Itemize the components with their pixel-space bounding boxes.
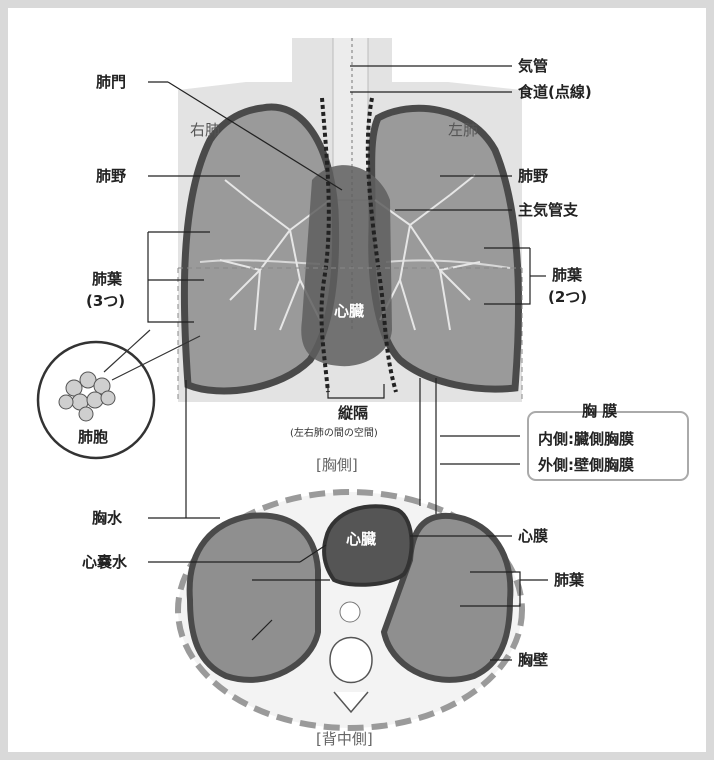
label-field-right: 肺野 [518, 167, 548, 185]
label-pleura-title: 胸 膜 [582, 402, 617, 420]
left-lung [372, 108, 519, 389]
label-pleura-inner: 内側:臓側胸膜 [538, 430, 634, 448]
label-pleural-fluid: 胸水 [92, 509, 123, 527]
label-trachea: 気管 [518, 57, 548, 75]
label-esophagus: 食道(点線) [518, 83, 592, 101]
label-left-lung: 左肺 [448, 121, 478, 139]
label-main-bronchus: 主気管支 [518, 201, 579, 219]
label-heart-cross: 心臓 [346, 530, 376, 548]
label-pericardium: 心膜 [518, 527, 548, 545]
label-pericardial-fluid: 心嚢水 [82, 553, 128, 571]
label-alveoli: 肺胞 [78, 428, 108, 446]
label-chest-side: [胸側] [316, 456, 358, 474]
label-lobes-right-side-count: (3つ) [86, 292, 125, 310]
label-lobes-cross: 肺葉 [554, 571, 585, 589]
label-back-side: [背中側] [316, 730, 373, 748]
right-lung-cross [190, 515, 318, 679]
label-field-left: 肺野 [96, 167, 126, 185]
label-lobes-right-side: 肺葉 [92, 270, 123, 288]
label-lobes-left-side-count: (2つ) [548, 288, 587, 306]
label-lobes-left-side: 肺葉 [552, 266, 583, 284]
label-pleura-outer: 外側:壁側胸膜 [537, 456, 634, 474]
label-hilum: 肺門 [96, 73, 126, 91]
label-mediastinum: 縦隔 [338, 404, 368, 422]
label-chest-wall: 胸壁 [518, 651, 548, 669]
label-heart-front: 心臓 [334, 302, 364, 320]
label-mediastinum-note: (左右肺の間の空間) [290, 426, 378, 439]
label-right-lung: 右肺 [190, 121, 220, 139]
